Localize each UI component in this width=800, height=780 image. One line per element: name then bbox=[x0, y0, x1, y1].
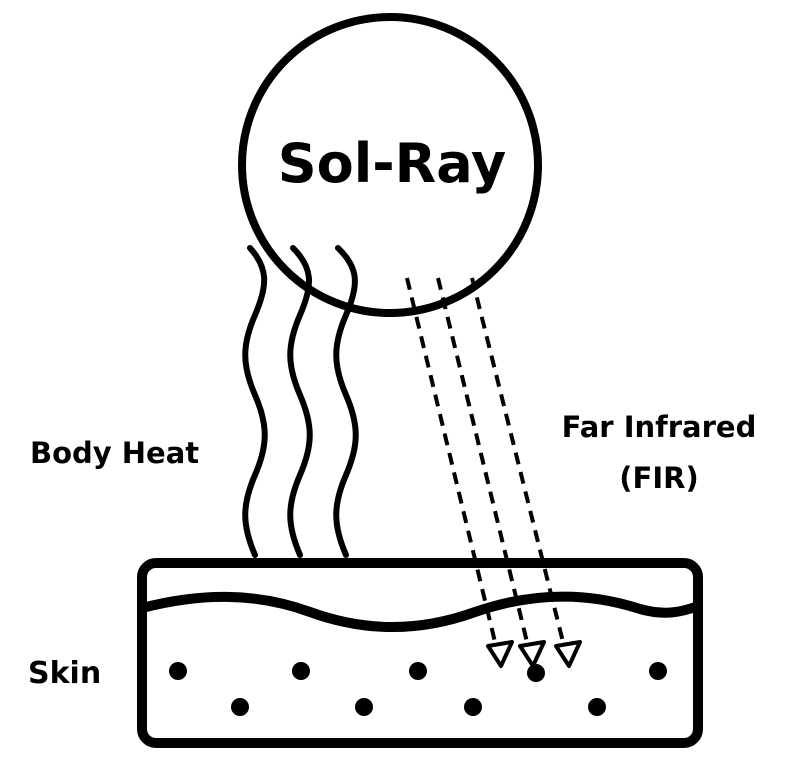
heat-wave-3 bbox=[333, 245, 359, 558]
skin-dot bbox=[649, 662, 667, 680]
heat-wave-1 bbox=[242, 245, 268, 558]
skin-dot bbox=[527, 664, 545, 682]
fir-arrow-line-3 bbox=[470, 277, 565, 643]
sol-ray-label: Sol-Ray bbox=[278, 132, 506, 195]
body-heat-label: Body Heat bbox=[30, 436, 199, 470]
skin-dot bbox=[292, 662, 310, 680]
heat-wave-2 bbox=[287, 245, 313, 558]
skin-dot bbox=[169, 662, 187, 680]
fir-arrowhead-2 bbox=[518, 640, 546, 668]
far-infrared-label: Far Infrared bbox=[562, 410, 757, 444]
skin-block bbox=[137, 558, 703, 748]
fir-arrows bbox=[405, 277, 565, 643]
fir-label: (FIR) bbox=[619, 461, 698, 495]
skin-dot bbox=[588, 698, 606, 716]
skin-label: Skin bbox=[28, 656, 101, 691]
skin-dot bbox=[409, 662, 427, 680]
fir-arrowhead-1 bbox=[486, 640, 514, 668]
skin-dot bbox=[355, 698, 373, 716]
fir-arrowhead-3 bbox=[554, 640, 582, 668]
skin-dot bbox=[231, 698, 249, 716]
fir-arrow-line-2 bbox=[436, 277, 529, 643]
sol-ray-circle bbox=[238, 13, 542, 317]
body-heat-waves bbox=[242, 245, 359, 558]
skin-dot bbox=[464, 698, 482, 716]
fir-arrowheads bbox=[486, 640, 582, 668]
skin-surface-wave bbox=[140, 591, 700, 632]
skin-dots bbox=[169, 662, 667, 716]
fir-arrow-line-1 bbox=[405, 277, 497, 643]
